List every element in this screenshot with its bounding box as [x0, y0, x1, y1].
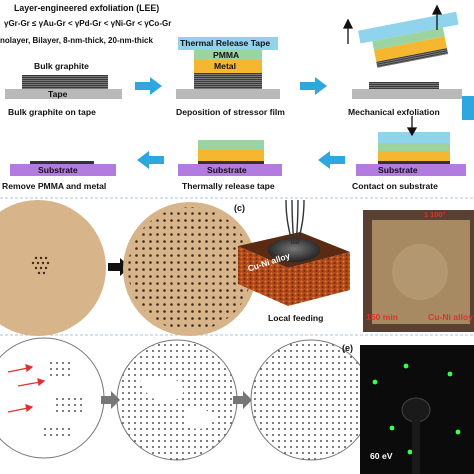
arrow-step1-2 [135, 77, 162, 95]
panel-e-tag: (e) [342, 343, 353, 353]
feed-lines [285, 199, 305, 245]
substrate-6 [10, 164, 116, 176]
growth-arrows [7, 364, 46, 413]
wafer-d2 [116, 339, 238, 461]
photo-orientation-label: 1 100° [424, 210, 446, 219]
photo-time-label: 150 min [366, 312, 399, 322]
alloy-right [288, 252, 350, 306]
tape-layer-2 [176, 89, 280, 99]
arrow-step4-5 [318, 151, 345, 169]
arrow-d1 [101, 391, 120, 409]
metal-layer [194, 60, 262, 73]
press-arrow [406, 116, 418, 137]
lift-arrows [342, 4, 443, 44]
pmma-layer [194, 50, 262, 60]
substrate-5 [178, 164, 282, 176]
lee-title: Layer-engineered exfoliation (LEE) [14, 3, 160, 13]
graphene-dome [268, 238, 320, 262]
release-metal [198, 150, 264, 161]
tape-label: Tape [48, 89, 68, 99]
substrate-4 [356, 164, 466, 176]
arrow-d2 [233, 391, 252, 409]
release-graphite [198, 161, 264, 164]
panel-c-tag: (c) [234, 203, 245, 213]
arrow-step5-6 [137, 151, 164, 169]
thermal-tape-label: Thermal Release Tape [180, 38, 271, 48]
bulk-graphite-label: Bulk graphite [34, 61, 89, 71]
metal-label: Metal [214, 61, 236, 71]
step6-caption: Remove PMMA and metal [2, 181, 107, 191]
contact-pmma [378, 143, 450, 151]
leed-spots [372, 363, 461, 455]
release-pmma [198, 140, 264, 150]
step1-caption: Bulk graphite on tape [8, 107, 96, 117]
substrate-5-label: Substrate [207, 165, 247, 175]
pmma-label: PMMA [213, 50, 240, 60]
nucleation-cluster [31, 256, 50, 275]
photo-material-label: Cu-Ni alloy [428, 312, 473, 322]
contact-metal [378, 151, 450, 161]
tape-layer [5, 89, 122, 99]
arrow-step3-4 [462, 96, 474, 120]
step5-caption: Thermally release tape [182, 181, 275, 191]
arrow-step2-3 [300, 77, 327, 95]
local-feeding-caption: Local feeding [268, 313, 324, 323]
thermal-tape-layer [178, 37, 278, 50]
energy-label: 60 eV [370, 451, 393, 461]
wafer-d3 [250, 339, 372, 461]
contact-tape [378, 132, 450, 143]
step4-caption: Contact on substrate [352, 181, 438, 191]
step2-caption: Deposition of stressor film [176, 107, 285, 117]
contact-graphite [378, 161, 450, 164]
wafer-initial [0, 200, 106, 336]
surface-energy-inequality: γGr-Gr ≤ γAu-Gr < γPd-Gr < γNi-Gr < γCo-… [4, 19, 172, 28]
step3-caption: Mechanical exfoliation [348, 107, 440, 117]
final-graphene [30, 161, 94, 164]
substrate-4-label: Substrate [378, 165, 418, 175]
tape-layer-3 [352, 89, 462, 99]
graphite-stack [22, 75, 108, 89]
graphite-stack-2 [194, 73, 262, 89]
graphite-stack-3 [369, 82, 439, 89]
thickness-list: nolayer, Bilayer, 8-nm-thick, 20-nm-thic… [0, 36, 153, 45]
substrate-6-label: Substrate [38, 165, 78, 175]
alloy-left [238, 246, 288, 306]
